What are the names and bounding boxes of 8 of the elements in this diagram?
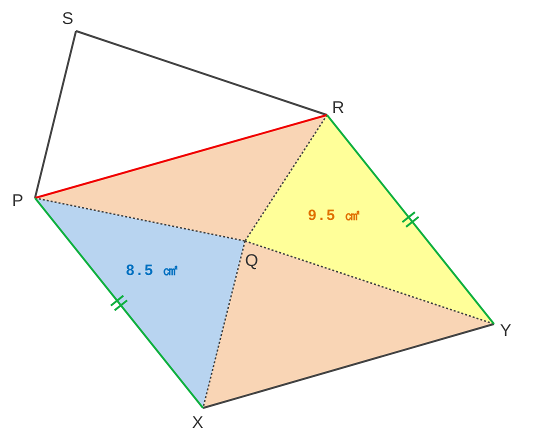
point-label: P — [12, 192, 24, 209]
point-label: Q — [245, 252, 258, 269]
area-label: 9.5 ㎠ — [308, 208, 364, 223]
point-label: R — [332, 99, 344, 116]
point-label: X — [192, 414, 204, 431]
point-label: Y — [500, 322, 512, 339]
area-label: 8.5 ㎠ — [126, 263, 182, 278]
point-label: S — [62, 10, 74, 27]
